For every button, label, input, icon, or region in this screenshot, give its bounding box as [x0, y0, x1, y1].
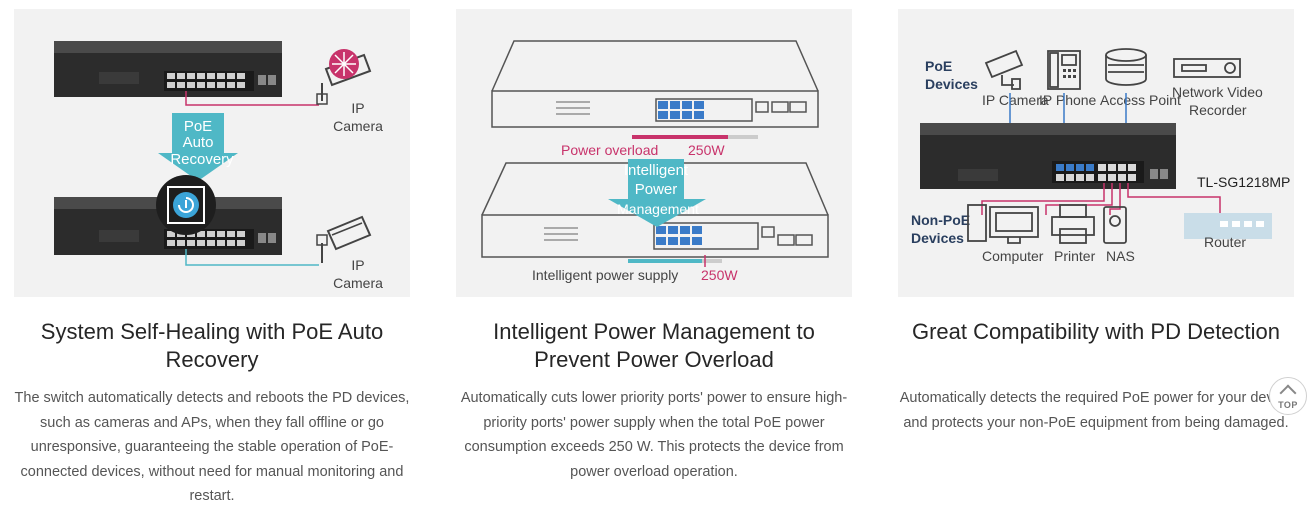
router-icon [1184, 213, 1272, 239]
camera-offline-icon [316, 49, 372, 105]
overload-value: 250W [688, 142, 725, 158]
overload-label: Power overload [561, 142, 658, 158]
nas-icon [1103, 206, 1127, 244]
supply-value: 250W [701, 267, 738, 283]
feature-title-power-management: Intelligent Power Management to Prevent … [493, 319, 815, 372]
model-label: TL-SG1218MP [1197, 174, 1290, 190]
ip-camera-icon [984, 49, 1024, 90]
nas-label: NAS [1106, 248, 1135, 264]
chevron-up-icon [1279, 384, 1297, 401]
supply-bar [628, 259, 702, 263]
non-poe-label-2: Devices [911, 230, 964, 246]
router-label: Router [1204, 234, 1246, 250]
supply-label: Intelligent power supply [532, 267, 678, 283]
arrow-label-2: Auto [183, 134, 214, 151]
feature-description-auto-recovery: The switch automatically detects and reb… [14, 390, 410, 504]
non-poe-label-1: Non-PoE [911, 212, 970, 228]
feature-description-power-management: Automatically cuts lower priority ports'… [460, 390, 848, 480]
access-point-label: Access Point [1100, 92, 1181, 108]
ports-bottom-icon [656, 226, 702, 245]
switch-icon [920, 123, 1176, 189]
nvr-label-2: Recorder [1189, 102, 1247, 118]
ip-phone-icon [1047, 50, 1081, 90]
poe-devices-label-1: PoE [925, 58, 952, 74]
overload-bar [632, 135, 728, 139]
switch-outline-top-icon [491, 40, 819, 128]
ip-phone-label: IP Phone [1039, 92, 1097, 108]
nvr-label-1: Network Video [1172, 84, 1263, 100]
power-management-arrow-icon [608, 159, 706, 227]
camera-bottom-label-1: IP [351, 257, 364, 273]
back-to-top-button[interactable]: TOP [1269, 377, 1307, 415]
pm-arrow-label-3: Management [617, 201, 699, 217]
switch-top-icon [54, 41, 282, 97]
printer-icon [1051, 204, 1095, 244]
camera-top-label-2: Camera [333, 118, 383, 134]
pd-detection-illustration: PoE Devices IP Camera IP Phone Access Po… [898, 9, 1294, 297]
computer-label: Computer [982, 248, 1044, 264]
arrow-label-1: PoE [184, 118, 212, 135]
network-video-recorder-icon [1173, 58, 1241, 78]
pm-arrow-label-2: Power [635, 181, 678, 198]
access-point-icon [1105, 48, 1147, 86]
auto-recovery-illustration: IP Camera PoE Auto Recovery [14, 9, 410, 297]
reboot-icon [156, 175, 216, 235]
auto-recovery-arrow-icon [158, 113, 238, 181]
computer-icon [967, 204, 1039, 244]
poe-devices-label-2: Devices [925, 76, 978, 92]
printer-label: Printer [1054, 248, 1096, 264]
arrow-label-3: Recovery [170, 151, 234, 168]
camera-bottom-label-2: Camera [333, 275, 383, 291]
pm-arrow-label-1: Intelligent [624, 162, 689, 179]
power-management-illustration: Power overload 250W Intelligent Power Ma… [456, 9, 852, 297]
back-to-top-label: TOP [1278, 399, 1298, 410]
ip-camera-label: IP Camera [982, 92, 1049, 108]
camera-top-label-1: IP [351, 100, 364, 116]
feature-title-auto-recovery: System Self-Healing with PoE Auto Recove… [40, 319, 384, 372]
ports-top-icon [658, 101, 704, 119]
feature-title-pd-detection: Great Compatibility with PD Detection [911, 319, 1281, 344]
camera-online-icon [316, 215, 372, 263]
feature-description-pd-detection: Automatically detects the required PoE p… [899, 390, 1293, 431]
